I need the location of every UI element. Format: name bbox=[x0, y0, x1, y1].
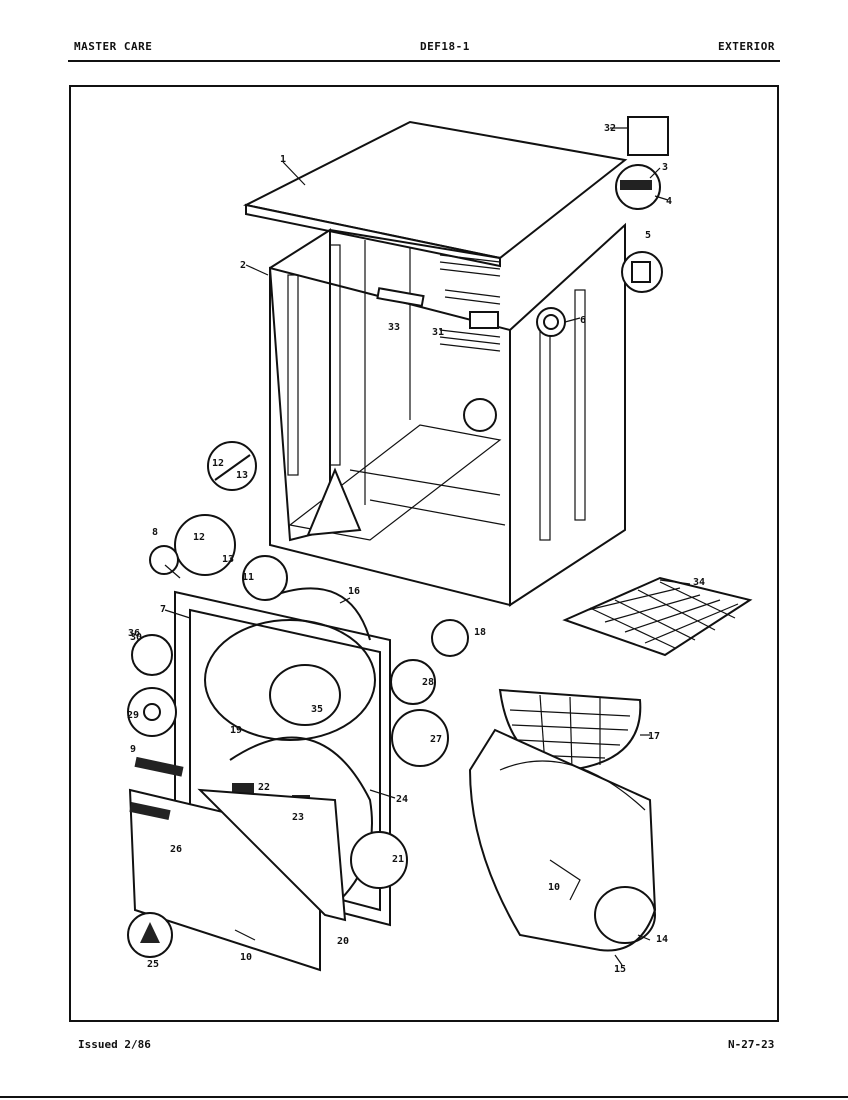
callout-12-front: 12 bbox=[193, 532, 205, 543]
footer-issue-date: Issued 2/86 bbox=[78, 1038, 151, 1051]
header-brand: MASTER CARE bbox=[74, 40, 153, 53]
callout-19: 19 bbox=[230, 725, 242, 736]
part-12-13-detail bbox=[207, 441, 257, 491]
callout-15: 15 bbox=[614, 964, 626, 975]
part-32-plate bbox=[627, 116, 669, 156]
callout-11: 11 bbox=[242, 572, 254, 583]
callout-13-front: 13 bbox=[222, 554, 234, 565]
back-panel-drum-bearing bbox=[463, 398, 497, 432]
rear-rail bbox=[376, 287, 425, 308]
callout-30: 30 bbox=[130, 632, 142, 643]
header-model-number: DEF18-1 bbox=[420, 40, 470, 53]
duct-outlet bbox=[594, 886, 656, 944]
duct-bracket bbox=[549, 859, 581, 901]
callout-6: 6 bbox=[580, 315, 586, 326]
cabinet-right-side bbox=[509, 222, 626, 607]
callout-10: 10 bbox=[240, 952, 252, 963]
callout-27: 27 bbox=[430, 734, 442, 745]
lint-duct-assembly bbox=[468, 688, 657, 952]
part-5-detail bbox=[621, 251, 663, 293]
callout-7: 7 bbox=[160, 604, 166, 615]
part-3-4-bracket bbox=[615, 164, 661, 210]
header-section-title: EXTERIOR bbox=[718, 40, 775, 53]
lint-screen-housing bbox=[269, 664, 341, 726]
callout-32: 32 bbox=[604, 123, 616, 134]
cabinet-rib bbox=[574, 289, 586, 521]
callout-labels: 1 2 3 4 5 6 7 8 9 10 10 11 12 12 13 13 1… bbox=[127, 123, 705, 975]
callout-22: 22 bbox=[258, 782, 270, 793]
base-crossbar bbox=[349, 469, 501, 496]
bottom-rule bbox=[0, 1096, 848, 1098]
drum-opening bbox=[204, 619, 376, 741]
blower-hub bbox=[543, 314, 559, 330]
front-panel-assembly bbox=[128, 587, 391, 972]
callout-16: 16 bbox=[348, 586, 360, 597]
callout-2: 2 bbox=[240, 260, 246, 271]
exhaust-duct bbox=[468, 728, 657, 952]
callout-4: 4 bbox=[666, 196, 672, 207]
callout-1: 1 bbox=[280, 154, 286, 165]
callout-34: 34 bbox=[693, 577, 705, 588]
callout-21: 21 bbox=[392, 854, 404, 865]
callout-17: 17 bbox=[648, 731, 660, 742]
callout-9: 9 bbox=[130, 744, 136, 755]
callout-26: 26 bbox=[170, 844, 182, 855]
callout-23: 23 bbox=[292, 812, 304, 823]
door-hinge-bar bbox=[134, 756, 184, 777]
callout-14: 14 bbox=[656, 934, 668, 945]
diagram-frame bbox=[69, 85, 779, 1022]
callout-29: 29 bbox=[127, 710, 139, 721]
duct-opening bbox=[499, 760, 646, 811]
top-panel bbox=[243, 120, 628, 260]
part-16-seal bbox=[274, 587, 371, 641]
callout-36: 36 bbox=[128, 628, 140, 639]
callout-33: 33 bbox=[388, 322, 400, 333]
callout-3: 3 bbox=[662, 162, 668, 173]
callout-13-cabinet: 13 bbox=[236, 470, 248, 481]
door-liner bbox=[197, 788, 347, 922]
callout-8: 8 bbox=[152, 527, 158, 538]
callout-10-duct: 10 bbox=[548, 882, 560, 893]
cabinet-rib bbox=[329, 244, 341, 466]
cabinet-back-top-edge bbox=[329, 229, 501, 259]
part-34-grille bbox=[562, 576, 753, 657]
base-frame bbox=[288, 424, 502, 541]
callout-31: 31 bbox=[432, 327, 444, 338]
footer-page-code: N-27-23 bbox=[728, 1038, 775, 1051]
support-bracket bbox=[306, 467, 362, 537]
terminal-block bbox=[469, 311, 499, 329]
callout-5: 5 bbox=[645, 230, 651, 241]
front-detail-circles bbox=[127, 514, 469, 958]
callout-18: 18 bbox=[474, 627, 486, 638]
callout-28: 28 bbox=[422, 677, 434, 688]
base-crossbar bbox=[369, 499, 506, 526]
header-rule bbox=[68, 60, 780, 62]
callout-20: 20 bbox=[337, 936, 349, 947]
cabinet-rib bbox=[287, 274, 299, 476]
cabinet-assembly bbox=[243, 120, 628, 607]
front-bulkhead-inner bbox=[189, 608, 381, 912]
door-handle bbox=[129, 801, 171, 821]
leader-lines bbox=[164, 127, 691, 966]
callout-24: 24 bbox=[396, 794, 408, 805]
cabinet-rib bbox=[539, 319, 551, 541]
back-panel-vents bbox=[439, 254, 501, 352]
callout-12-cabinet: 12 bbox=[212, 458, 224, 469]
callout-25: 25 bbox=[147, 959, 159, 970]
callout-35: 35 bbox=[311, 704, 323, 715]
top-panel-edge bbox=[245, 203, 501, 268]
